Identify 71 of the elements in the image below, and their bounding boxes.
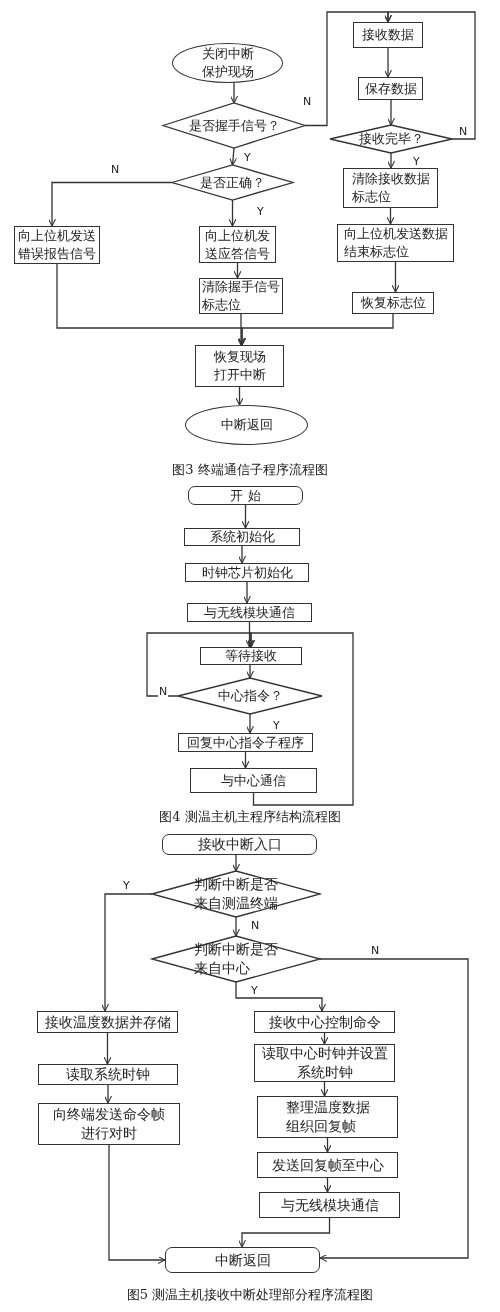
figure-caption: 图4 测温主机主程序结构流程图 — [159, 808, 341, 826]
process-box: 接收温度数据并存储 — [37, 1011, 178, 1033]
arrow — [229, 147, 238, 166]
process-box: 与中心通信 — [190, 768, 317, 793]
arrow — [245, 621, 254, 648]
arrow — [103, 1032, 112, 1065]
process-box: 接收中心控制命令 — [254, 1011, 395, 1033]
arrow — [232, 854, 241, 872]
arrow — [232, 916, 241, 937]
process-box: 保存数据 — [358, 77, 423, 100]
arrow — [104, 1084, 113, 1104]
arrow — [246, 664, 255, 679]
arrow — [228, 199, 237, 227]
process-box: 清除接收数据标志位 — [343, 168, 438, 208]
edge-label: N — [158, 686, 169, 699]
arrow — [233, 262, 242, 279]
process-box: 系统初始化 — [184, 528, 300, 546]
process-box: 向上位机发送错误报告信号 — [14, 226, 100, 264]
process-box: 与无线模块通信 — [187, 603, 312, 622]
decision-diamond: 是否正确？ — [172, 165, 293, 200]
process-box: 向上位机发送应答信号 — [199, 226, 276, 263]
process-box: 接收数据 — [353, 22, 423, 48]
decision-diamond: 接收完毕？ — [330, 125, 452, 153]
decision-diamond: 判断中断是否来自测温终端 — [152, 871, 320, 917]
arrow — [320, 1032, 329, 1045]
decision-diamond: 中心指令？ — [178, 678, 322, 714]
process-box: 发送回复帧至中心 — [257, 1152, 398, 1178]
arrow — [384, 11, 476, 140]
process-box: 整理温度数据组织回复帧 — [257, 1096, 398, 1138]
process-box: 读取系统时钟 — [38, 1064, 178, 1085]
arrow — [238, 1217, 331, 1248]
terminal-box: 接收中断入口 — [162, 834, 317, 855]
figure-caption: 图3 终端通信子程序流程图 — [172, 461, 328, 479]
arrow — [101, 893, 153, 1012]
process-box: 向终端发送命令帧进行对时 — [38, 1103, 180, 1145]
arrow — [108, 1144, 166, 1265]
arrow — [48, 181, 173, 227]
process-box: 恢复现场打开中断 — [195, 345, 284, 387]
process-box: 恢复标志位 — [352, 292, 434, 314]
arrow — [320, 1081, 329, 1097]
decision-diamond: 判断中断是否来自中心 — [152, 936, 320, 982]
arrow — [323, 1177, 332, 1193]
arrow — [391, 261, 400, 293]
process-box: 读取中心时钟并设置系统时钟 — [254, 1044, 395, 1082]
arrow — [237, 313, 246, 346]
process-box: 清除握手信号标志位 — [199, 278, 283, 314]
arrow — [387, 99, 396, 126]
arrow — [235, 386, 244, 406]
arrow — [241, 751, 250, 769]
process-box: 等待接收 — [200, 647, 302, 665]
arrow — [235, 981, 326, 1012]
process-box: 向上位机发送数据结束标志位 — [337, 224, 454, 262]
arrow — [243, 581, 252, 604]
arrow — [238, 545, 247, 564]
arrow — [230, 82, 239, 104]
arrow — [247, 632, 354, 806]
process-box: 时钟芯片初始化 — [185, 563, 309, 582]
arrow — [238, 313, 394, 346]
decision-diamond: 是否握手信号？ — [163, 103, 305, 148]
terminal-box: 开 始 — [188, 486, 303, 505]
terminal-box: 中断返回 — [165, 1247, 320, 1273]
arrow — [323, 1137, 332, 1153]
arrow — [386, 207, 395, 225]
process-box: 与无线模块通信 — [259, 1192, 400, 1218]
process-box: 回复中心指令子程序 — [178, 733, 313, 752]
arrow — [246, 713, 255, 734]
arrow — [319, 958, 469, 1263]
arrow — [241, 504, 250, 529]
arrow — [387, 152, 396, 169]
arrow — [384, 47, 393, 78]
figure-caption: 图5 测温主机接收中断处理部分程序流程图 — [126, 1286, 374, 1304]
